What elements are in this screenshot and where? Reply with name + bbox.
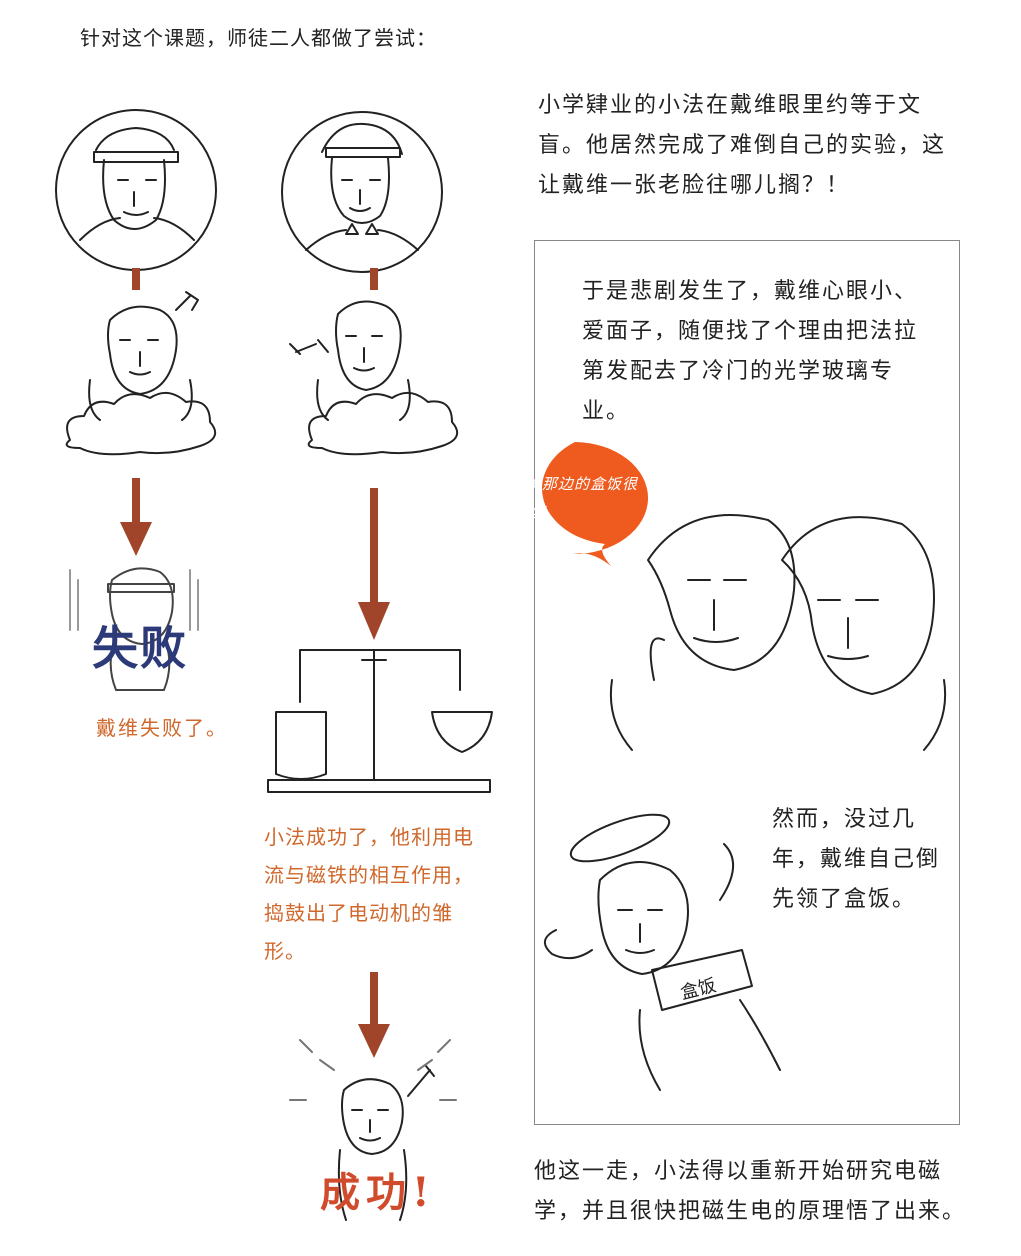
- faraday-success: [289, 1039, 457, 1221]
- paragraph-tragedy: 于是悲剧发生了，戴维心眼小、爱面子，随便找了个理由把法拉第发配去了冷门的光学玻璃…: [582, 279, 919, 424]
- speech-bubble: [541, 442, 649, 566]
- intro-text: 针对这个课题，师徒二人都做了尝试：: [80, 26, 437, 50]
- success-caption: 小法成功了，他利用电流与磁铁的相互作用，捣鼓出了电动机的雏形。: [264, 825, 474, 963]
- paragraph-conclusion: 他这一走，小法得以重新开始研究电磁学，并且很快把磁生电的原理悟了出来。: [534, 1159, 967, 1224]
- story-panel: [534, 240, 960, 1125]
- motor-apparatus: [267, 649, 493, 793]
- faraday-on-cloud: [289, 300, 459, 456]
- davy-failed: [69, 567, 199, 691]
- paragraph-davy-shame: 小学肄业的小法在戴维眼里约等于文盲。他居然完成了难倒自己的实验，这让戴维一张老脸…: [538, 93, 947, 198]
- angel-davy: [544, 813, 781, 1091]
- success-word: 成功!: [320, 1169, 436, 1216]
- bubble-text: 听说那边的盒饭很好吃!: [510, 475, 639, 521]
- flow-arrows: [120, 268, 390, 1058]
- davy-and-faraday-hug: [609, 514, 947, 751]
- davy-on-cloud: [65, 291, 217, 456]
- paragraph-davy-dies: 然而，没过几年，戴维自己倒先领了盒饭。: [772, 807, 941, 912]
- fail-caption: 戴维失败了。: [96, 716, 228, 740]
- faraday-portrait: [281, 111, 443, 273]
- fail-word: 失败: [92, 621, 188, 675]
- davy-portrait: [55, 109, 217, 271]
